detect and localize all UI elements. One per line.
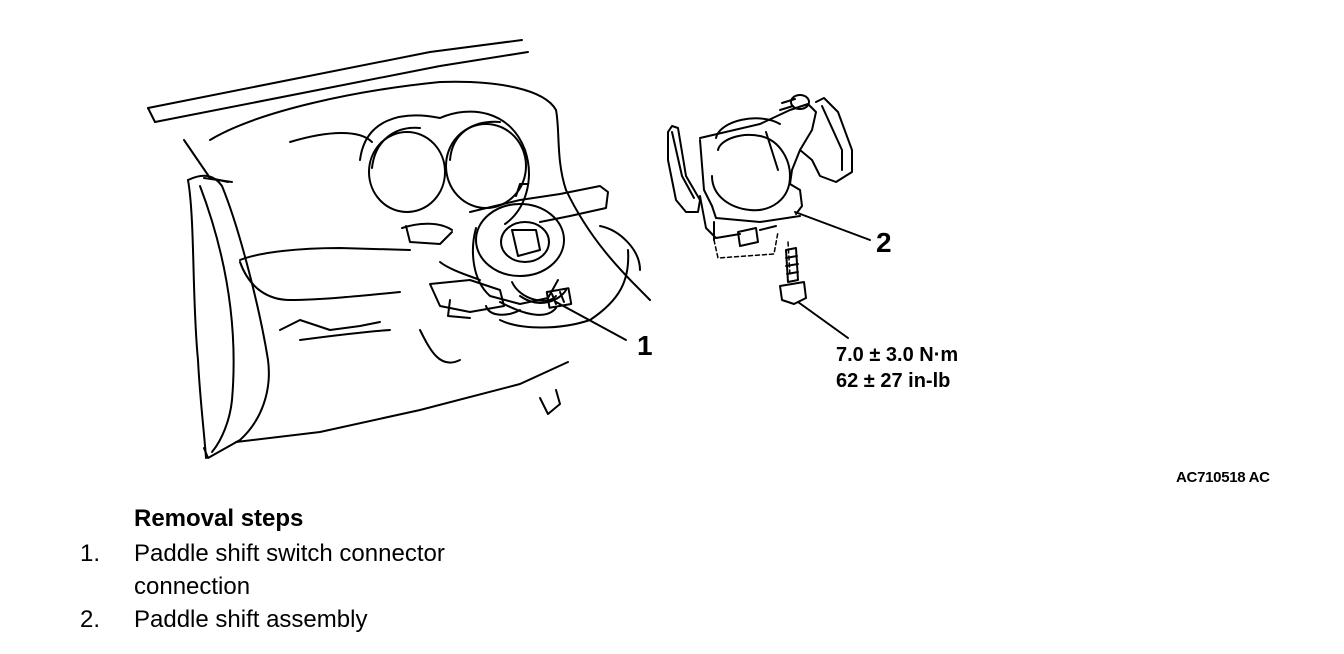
figure-id: AC710518 AC [1176, 469, 1270, 486]
step-number: 1. [80, 540, 101, 567]
screw-icon [779, 94, 810, 111]
diagram-illustration [147, 39, 871, 459]
paddle-shift-assembly-drawing [667, 94, 853, 305]
instrument-panel-drawing [147, 39, 651, 459]
removal-steps-heading: Removal steps [134, 505, 304, 532]
step-number: 2. [80, 606, 101, 633]
combination-switch-drawing [401, 183, 609, 319]
callout-1: 1 [637, 330, 653, 361]
torque-spec-imperial: 62 ± 27 in-lb [836, 370, 951, 392]
torque-spec-metric: 7.0 ± 3.0 N·m [836, 344, 959, 366]
leader-lines [555, 211, 871, 341]
list-item: 2. Paddle shift assembly [80, 603, 560, 636]
step-text: Paddle shift assembly [134, 606, 368, 633]
list-item: 1. Paddle shift switch connector connect… [80, 537, 560, 603]
step-text: Paddle shift switch connector connection [134, 540, 445, 600]
callout-2: 2 [876, 227, 892, 258]
bolt-icon [779, 247, 807, 305]
